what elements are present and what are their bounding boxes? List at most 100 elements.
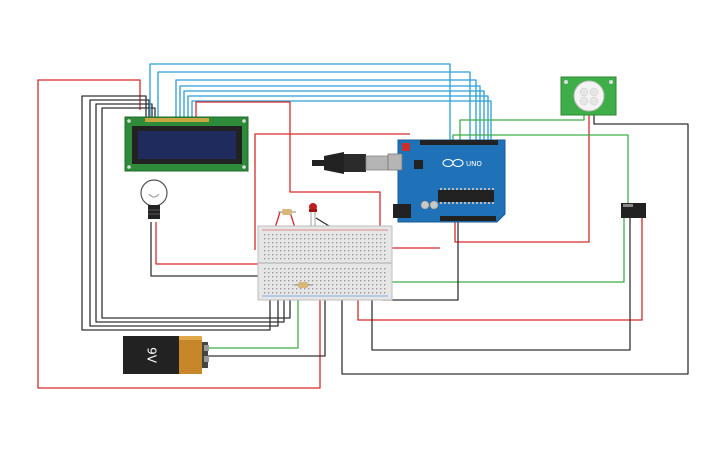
breadboard-hole <box>288 280 290 282</box>
breadboard-hole <box>332 246 334 248</box>
breadboard-hole <box>272 238 274 240</box>
breadboard-hole <box>332 276 334 278</box>
battery-terminal-block <box>202 342 208 368</box>
breadboard-hole <box>332 238 334 240</box>
breadboard-hole <box>264 280 266 282</box>
pir-dome-segment <box>579 96 589 106</box>
breadboard-hole <box>380 292 382 294</box>
breadboard-hole <box>332 242 334 244</box>
usb-cable <box>312 152 389 174</box>
breadboard-hole <box>276 272 278 274</box>
breadboard-hole <box>276 250 278 252</box>
breadboard-hole <box>316 242 318 244</box>
arduino-power-header <box>440 216 496 221</box>
breadboard-hole <box>264 288 266 290</box>
chip-pin <box>480 202 482 204</box>
red-led[interactable] <box>309 203 317 226</box>
breadboard-hole <box>356 246 358 248</box>
breadboard-hole <box>292 268 294 270</box>
breadboard-hole <box>272 234 274 236</box>
breadboard-hole <box>352 272 354 274</box>
breadboard-hole <box>296 254 298 256</box>
breadboard-hole <box>272 258 274 260</box>
breadboard-hole <box>272 280 274 282</box>
breadboard-hole <box>288 272 290 274</box>
breadboard-holes <box>264 234 386 294</box>
breadboard-hole <box>328 272 330 274</box>
breadboard-hole <box>372 238 374 240</box>
breadboard-hole <box>284 268 286 270</box>
breadboard-hole <box>280 288 282 290</box>
usb-plug-housing <box>344 154 366 172</box>
breadboard-hole <box>280 284 282 286</box>
breadboard-hole <box>276 242 278 244</box>
breadboard-hole <box>332 254 334 256</box>
breadboard-hole <box>348 280 350 282</box>
arduino-chip-pins <box>440 188 494 204</box>
breadboard-hole <box>316 288 318 290</box>
breadboard-hole <box>320 272 322 274</box>
chip-pin <box>488 188 490 190</box>
breadboard-hole <box>284 242 286 244</box>
breadboard-hole <box>272 272 274 274</box>
breadboard-hole <box>312 258 314 260</box>
breadboard-hole <box>264 258 266 260</box>
breadboard-hole <box>368 272 370 274</box>
wire-red-relay <box>357 218 643 321</box>
breadboard-hole <box>304 242 306 244</box>
breadboard-hole <box>272 276 274 278</box>
arduino-chip <box>438 190 494 202</box>
breadboard-hole <box>360 292 362 294</box>
breadboard-hole <box>276 234 278 236</box>
breadboard-hole <box>364 242 366 244</box>
lcd-display[interactable] <box>124 116 249 172</box>
breadboard-hole <box>328 242 330 244</box>
chip-pin <box>440 188 442 190</box>
breadboard-hole <box>296 276 298 278</box>
breadboard-hole <box>364 234 366 236</box>
breadboard-hole <box>292 292 294 294</box>
breadboard-hole <box>336 234 338 236</box>
breadboard-hole <box>288 284 290 286</box>
breadboard-hole <box>364 258 366 260</box>
breadboard-hole <box>328 250 330 252</box>
breadboard-hole <box>276 258 278 260</box>
breadboard-hole <box>344 280 346 282</box>
pir-sensor[interactable] <box>560 76 617 116</box>
chip-pin <box>492 202 494 204</box>
breadboard-hole <box>372 288 374 290</box>
breadboard-hole <box>384 268 386 270</box>
breadboard-hole <box>308 288 310 290</box>
resistor-2[interactable] <box>294 282 312 288</box>
arduino-uno[interactable]: UNO <box>387 139 506 223</box>
breadboard-hole <box>364 246 366 248</box>
breadboard-hole <box>360 246 362 248</box>
breadboard-hole <box>296 288 298 290</box>
breadboard-hole <box>308 246 310 248</box>
breadboard-hole <box>276 254 278 256</box>
breadboard-hole <box>368 288 370 290</box>
battery-9v[interactable]: 9V <box>123 336 209 374</box>
breadboard-hole <box>344 250 346 252</box>
chip-pin <box>484 188 486 190</box>
breadboard-hole <box>284 246 286 248</box>
light-bulb[interactable] <box>140 179 168 219</box>
breadboard-hole <box>300 242 302 244</box>
breadboard-hole <box>332 288 334 290</box>
breadboard-hole <box>284 276 286 278</box>
breadboard-hole <box>288 242 290 244</box>
breadboard[interactable] <box>257 225 393 301</box>
breadboard-hole <box>380 284 382 286</box>
breadboard-hole <box>328 284 330 286</box>
resistor-1[interactable] <box>278 209 296 215</box>
battery-terminal <box>204 345 209 351</box>
breadboard-hole <box>320 258 322 260</box>
relay-module[interactable] <box>621 203 646 218</box>
breadboard-hole <box>372 242 374 244</box>
breadboard-hole <box>304 276 306 278</box>
breadboard-hole <box>312 246 314 248</box>
breadboard-hole <box>364 250 366 252</box>
breadboard-hole <box>368 258 370 260</box>
breadboard-hole <box>360 250 362 252</box>
breadboard-hole <box>280 276 282 278</box>
